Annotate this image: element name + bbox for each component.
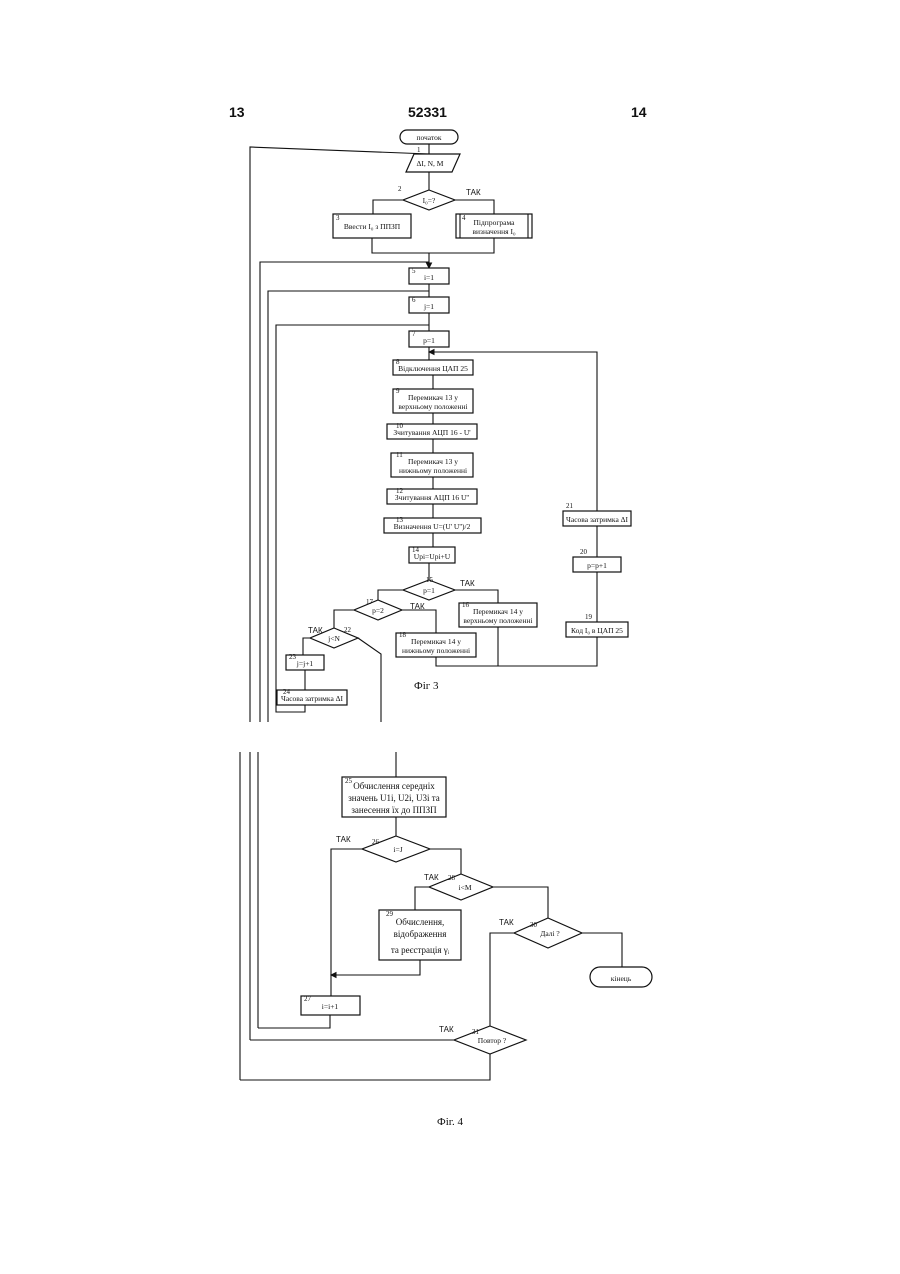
- figure-3: початок 1 ΔI, N, M 2 I₀=? ТАК 3 Ввести I…: [250, 130, 631, 722]
- block-15-number: 15: [426, 576, 434, 584]
- block-22-text: j<N: [327, 634, 340, 643]
- block-18-text-2: нижньому положенні: [402, 646, 470, 655]
- block-31-number: 31: [472, 1028, 480, 1036]
- block-31-text: Повтор ?: [478, 1036, 507, 1045]
- block-9-text-1: Перемикач 13 у: [408, 393, 458, 402]
- block-8-text: Відключення ЦАП 25: [398, 364, 468, 373]
- yes-label: ТАК: [308, 626, 323, 635]
- block-23-text: j=j+1: [296, 659, 314, 668]
- block-26-text: i=J: [393, 845, 402, 854]
- block-29-text-3: та реєстрація γᵢ: [391, 945, 450, 955]
- block-6-number: 6: [412, 296, 416, 304]
- block-9-text-2: верхньому положенні: [398, 402, 467, 411]
- block-27-number: 27: [304, 995, 312, 1003]
- block-30-number: 30: [530, 921, 538, 929]
- block-14-text: Upi=Upi+U: [414, 552, 451, 561]
- block-18-number: 18: [399, 631, 407, 639]
- block-20-number: 20: [580, 548, 588, 556]
- block-29-text-2: відображення: [394, 929, 447, 939]
- block-23-number: 23: [289, 653, 297, 661]
- block-2-text: I₀=?: [423, 196, 436, 205]
- block-22-number: 22: [344, 626, 352, 634]
- block-19-number: 19: [585, 613, 593, 621]
- block-27-text: i=i+1: [322, 1002, 339, 1011]
- figure-3-caption: Фіг 3: [414, 680, 439, 692]
- end-label: кінець: [611, 974, 632, 983]
- block-18-text-1: Перемикач 14 у: [411, 637, 461, 646]
- block-6-text: j=1: [423, 302, 434, 311]
- yes-label: ТАК: [460, 579, 475, 588]
- figure-4-caption: Фіг. 4: [437, 1116, 464, 1128]
- block-16-number: 16: [462, 601, 470, 609]
- block-24-text: Часова затримка ΔI: [281, 694, 343, 703]
- block-5-text: i=1: [424, 273, 434, 282]
- block-3-number: 3: [336, 214, 340, 222]
- block-13-text: Визначення U=(U' U'')/2: [394, 522, 471, 531]
- yes-label: ТАК: [424, 873, 439, 882]
- block-29-text-1: Обчислення,: [396, 917, 445, 927]
- block-25-text-2: значень U1i, U2i, U3i та: [348, 793, 440, 803]
- start-label: початок: [416, 133, 441, 142]
- block-30-text: Далі ?: [540, 929, 560, 938]
- block-7-number: 7: [412, 330, 416, 338]
- block-16-text-2: верхньому положенні: [463, 616, 532, 625]
- block-25-text-3: занесення їх до ППЗП: [351, 805, 437, 815]
- block-10-text: Зчитування АЦП 16 - U': [393, 428, 471, 437]
- block-15-text: p=1: [423, 586, 435, 595]
- block-4-text-2: визначення I₀: [472, 227, 516, 236]
- yes-label: ТАК: [336, 835, 351, 844]
- block-28-text: i<M: [459, 883, 472, 892]
- block-3-text: Ввести I₀ з ППЗП: [344, 222, 401, 231]
- block-25-text-1: Обчислення середніх: [353, 781, 435, 791]
- block-19-text: Код I₀ в ЦАП 25: [571, 626, 623, 635]
- block-11-text-2: нижньому положенні: [399, 466, 467, 475]
- yes-label: ТАК: [439, 1025, 454, 1034]
- block-16-text-1: Перемикач 14 у: [473, 607, 523, 616]
- block-29-number: 29: [386, 910, 394, 918]
- block-4-text-1: Підпрограма: [473, 218, 515, 227]
- block-5-number: 5: [412, 267, 416, 275]
- block-11-text-1: Перемикач 13 у: [408, 457, 458, 466]
- block-2-number: 2: [398, 185, 402, 193]
- block-12-text: Зчитування АЦП 16 U'': [395, 493, 470, 502]
- block-17-text: p=2: [372, 606, 384, 615]
- figure-4: 25 Обчислення середніх значень U1i, U2i,…: [240, 752, 652, 1128]
- block-7-text: p=1: [423, 336, 435, 345]
- block-17-number: 17: [366, 598, 374, 606]
- block-21-number: 21: [566, 502, 574, 510]
- block-1-text: ΔI, N, M: [417, 159, 444, 168]
- block-26-number: 26: [372, 838, 380, 846]
- block-25-number: 25: [345, 777, 353, 785]
- block-4-number: 4: [462, 214, 466, 222]
- yes-label: ТАК: [466, 188, 481, 197]
- yes-label: ТАК: [499, 918, 514, 927]
- block-1-number: 1: [417, 146, 421, 154]
- block-28-number: 28: [448, 874, 456, 882]
- block-20-text: p=p+1: [587, 561, 607, 570]
- block-9-number: 9: [396, 387, 400, 395]
- block-21-text: Часова затримка ΔI: [566, 515, 628, 524]
- block-11-number: 11: [396, 451, 403, 459]
